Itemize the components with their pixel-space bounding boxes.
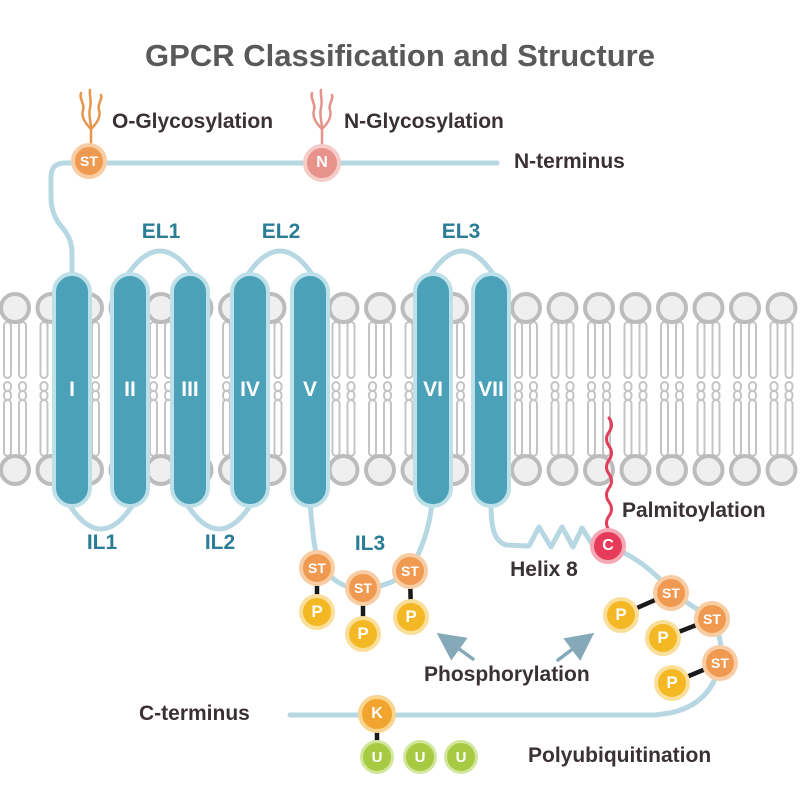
helix8-zigzag-chain [488,500,595,550]
palmitoyl-lipid-anchor-icon [605,416,613,532]
ubiquitin-1: U [360,740,394,774]
palmitoylation-label: Palmitoylation [622,499,766,522]
phospho-site-st-5: ST [694,601,730,637]
ubiquitination-site-lysine: K [358,695,396,733]
phosphorylation-arrow-right [556,632,595,662]
il2-loop [185,503,253,532]
phosphate-group-1: P [299,594,335,630]
n-glycan-tree-icon [310,88,334,148]
phosphate-group-5: P [645,620,681,656]
phospho-site-st-6: ST [702,645,738,681]
page-title: GPCR Classification and Structure [145,38,655,73]
n-terminus-label: N-terminus [514,150,625,173]
n-glycosylation-site: N [303,144,341,182]
helix-1: I [52,272,92,508]
el1-loop [125,248,195,277]
phosphate-group-6: P [654,665,690,701]
phospho-site-st-3: ST [392,553,428,589]
helix-2: II [110,272,150,508]
helix8-label: Helix 8 [510,558,578,581]
phosphate-group-4: P [603,597,639,633]
el3-label: EL3 [441,220,481,243]
phospho-site-st-4: ST [653,575,689,611]
phosphorylation-label: Phosphorylation [424,663,590,686]
o-glycosylation-label: O-Glycosylation [112,110,274,133]
helix-4: IV [230,272,270,508]
il2-label: IL2 [204,531,236,554]
n-glycosylation-label: N-Glycosylation [344,110,504,133]
phosphorylation-arrow-left [436,632,475,661]
il1-label: IL1 [86,531,118,554]
il1-loop [67,503,135,532]
el2-label: EL2 [261,220,301,243]
o-glycan-tree-icon [79,88,103,148]
el2-loop [245,248,315,277]
el1-label: EL1 [141,220,181,243]
phosphate-group-2: P [345,616,381,652]
palmitoylation-site: C [590,528,626,564]
il3-label: IL3 [354,532,386,555]
helix-3: III [170,272,210,508]
helix-5: V [290,272,330,508]
helix-7: VII [471,272,511,508]
phospho-site-st-2: ST [345,570,381,606]
o-glycosylation-site: ST [71,143,107,179]
c-terminus-label: C-terminus [139,702,250,725]
phosphate-group-3: P [393,599,429,635]
helix-6: VI [413,272,453,508]
ubiquitin-3: U [444,740,478,774]
ubiquitin-2: U [403,740,437,774]
phospho-site-st-1: ST [299,550,335,586]
n-terminus-chain [48,160,500,295]
polyubiquitination-label: Polyubiquitination [528,744,712,767]
el3-loop [428,248,496,277]
